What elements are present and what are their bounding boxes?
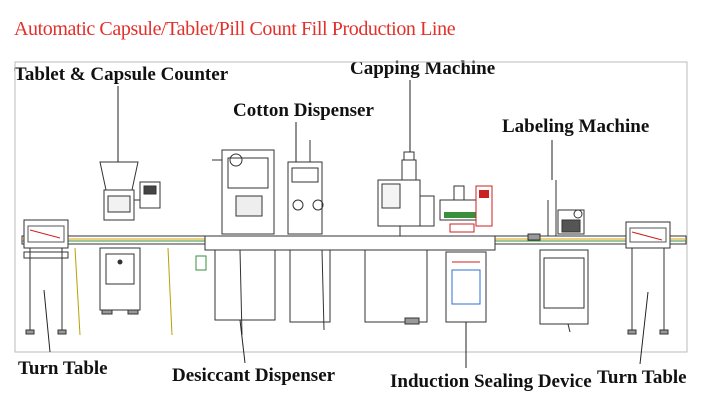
right-turn-table — [625, 221, 671, 335]
labeling-machine — [527, 180, 589, 333]
tablet-capsule-counter-machine — [99, 161, 207, 315]
label-capping-machine: Capping Machine — [350, 58, 496, 79]
label-turn-table-right: Turn Table — [597, 367, 687, 388]
label-desiccant-dispenser: Desiccant Dispenser — [172, 365, 336, 386]
capping-machine — [364, 151, 435, 325]
label-induction-sealing-device: Induction Sealing Device — [390, 371, 592, 392]
left-turn-table — [23, 219, 69, 335]
cotton-dispenser-machine — [212, 140, 331, 336]
label-tablet-capsule-counter: Tablet & Capsule Counter — [14, 64, 229, 85]
label-turn-table-left: Turn Table — [18, 358, 108, 379]
conveyor-legs — [74, 247, 173, 336]
label-pointers — [43, 80, 649, 368]
drawing-frame — [14, 61, 688, 353]
main-conveyor — [21, 235, 687, 251]
diagram-title: Automatic Capsule/Tablet/Pill Count Fill… — [14, 18, 456, 40]
label-labeling-machine: Labeling Machine — [502, 116, 650, 137]
induction-sealing-machine — [439, 185, 493, 323]
label-cotton-dispenser: Cotton Dispenser — [233, 100, 374, 121]
